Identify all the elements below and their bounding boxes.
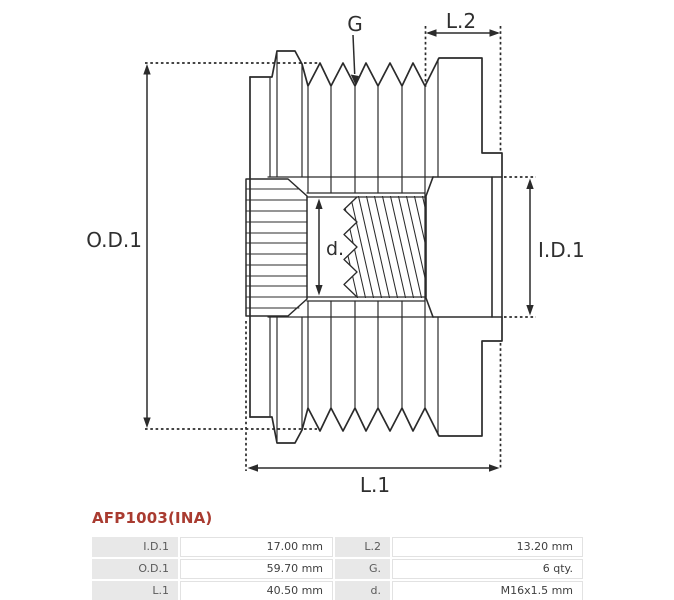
id1-label: I.D.1 [538,238,585,262]
groove-wall-lines [267,52,439,442]
g-groove-callout: G [347,12,363,85]
id1-dimension: I.D.1 [504,176,585,318]
pulley-technical-diagram: O.D.1 L.2 L.1 I.D.1 d. [86,9,585,497]
knurled-sleeve [245,178,308,317]
l2-dimension: L.2 [424,9,502,470]
thread-hatch [344,196,425,298]
spec-label: O.D.1 [92,559,178,579]
spec-row: O.D.1 59.70 mm G. 6 qty. [92,559,583,579]
spec-value: 17.00 mm [180,537,333,557]
spec-label: I.D.1 [92,537,178,557]
pulley-body [245,50,503,444]
d-arrowheads [315,198,323,296]
knurl-hatch [245,188,308,309]
spec-table: I.D.1 17.00 mm L.2 13.20 mm O.D.1 59.70 … [92,537,583,600]
pulley-outline-top [249,50,503,178]
pulley-outline-bottom [249,316,503,444]
l2-label: L.2 [446,9,476,33]
od1-label: O.D.1 [86,228,142,252]
spec-row: L.1 40.50 mm d. M16x1.5 mm [92,581,583,600]
spec-label: G. [335,559,390,579]
spec-value: 40.50 mm [180,581,333,600]
hub-cylinder [425,176,503,318]
l1-dimension: L.1 [245,321,500,497]
d-dimension: d. [315,198,344,296]
threaded-bore [306,192,426,302]
spec-value: 59.70 mm [180,559,333,579]
g-label: G [347,12,363,36]
spec-label: d. [335,581,390,600]
spec-value: 6 qty. [392,559,583,579]
l1-label: L.1 [360,473,390,497]
d-label: d. [326,238,344,260]
spec-label: L.1 [92,581,178,600]
spec-row: I.D.1 17.00 mm L.2 13.20 mm [92,537,583,557]
spec-value: 13.20 mm [392,537,583,557]
spec-label: L.2 [335,537,390,557]
spec-value: M16x1.5 mm [392,581,583,600]
part-number-heading: AFP1003(INA) [92,509,213,527]
thread-break-line [343,196,358,298]
od1-dimension: O.D.1 [86,62,320,430]
g-arrowhead [350,74,359,85]
